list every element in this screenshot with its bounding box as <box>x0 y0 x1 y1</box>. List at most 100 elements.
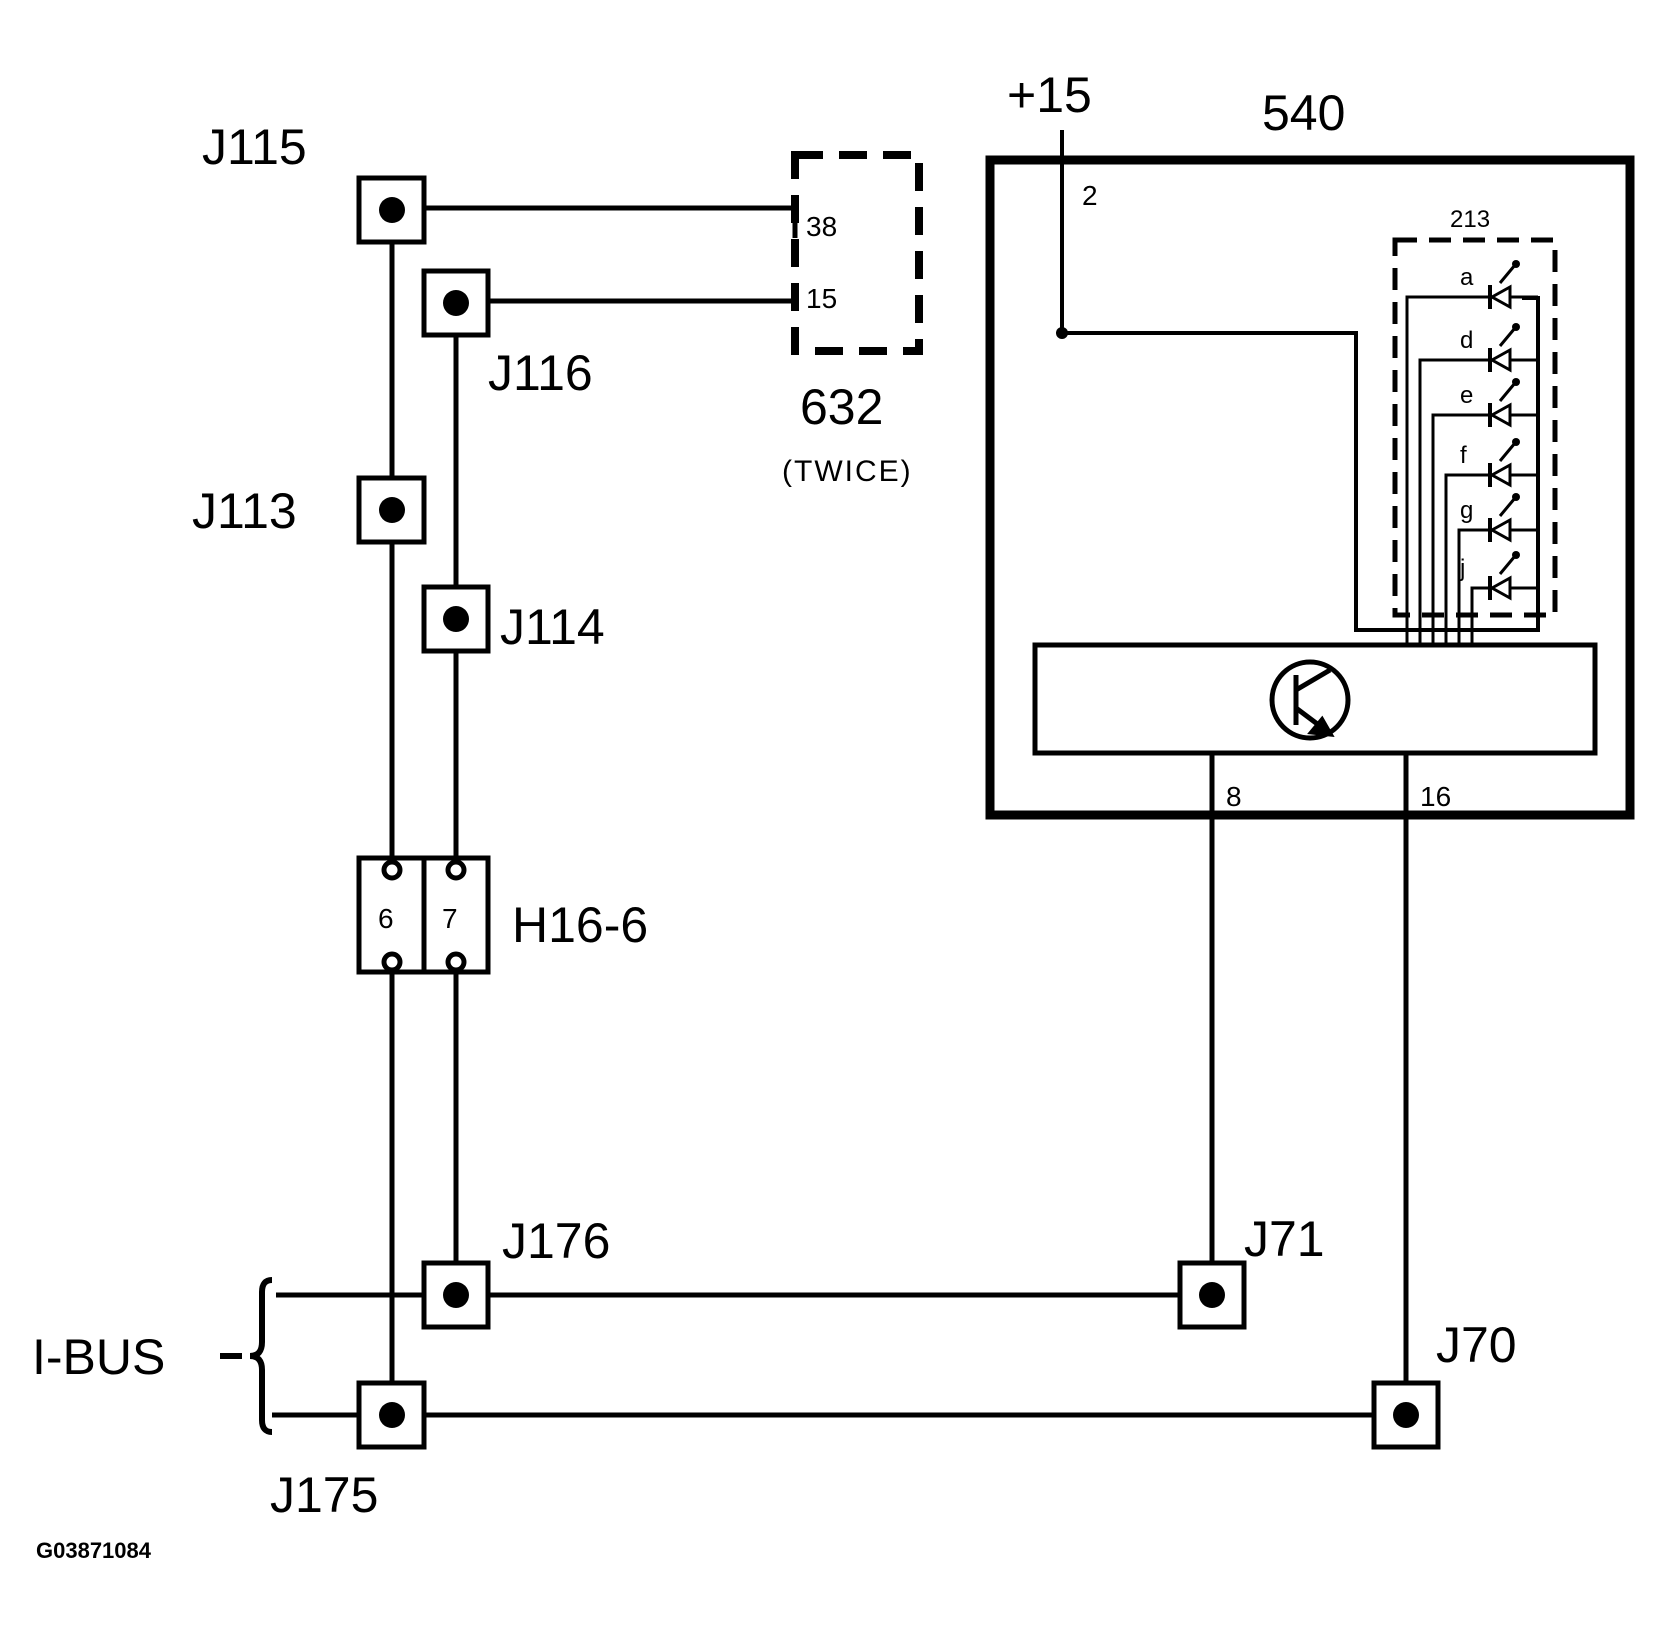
led-symbols: a d e f g j <box>1459 260 1520 601</box>
supply-plus15-label: +15 <box>1007 67 1092 123</box>
led-a-label: a <box>1460 264 1474 291</box>
led-e-arrow <box>1498 382 1517 402</box>
led-j-label: j <box>1459 555 1465 582</box>
j176-label: J176 <box>502 1213 610 1269</box>
component-632-number: 632 <box>800 379 883 435</box>
led-j-arrow <box>1498 555 1517 575</box>
led-f-icon: f <box>1460 438 1520 488</box>
led-d-feed <box>1418 358 1490 648</box>
led-e-arrow-tip <box>1512 378 1520 386</box>
led-f-arrow <box>1498 442 1517 462</box>
component-632-pin15-label: 15 <box>806 283 837 314</box>
j175-box <box>356 1380 427 1450</box>
led-f-feed <box>1444 473 1490 648</box>
j116-label: J116 <box>488 345 593 401</box>
plug-h16-6: 6 7 H16-6 <box>356 855 648 975</box>
led-group-dashed-box <box>1392 237 1558 618</box>
led-f-arrow-tip <box>1512 438 1520 446</box>
led-feed-lines <box>1405 295 1540 648</box>
connector-j116: J116 <box>421 268 593 401</box>
plug-pin6-label: 6 <box>378 903 394 934</box>
led-g-feed <box>1457 528 1490 648</box>
connector-j176: J176 <box>421 1213 610 1330</box>
led-g-label: g <box>1460 497 1473 524</box>
led-d-icon: d <box>1460 323 1520 373</box>
j176-dot <box>443 1282 469 1308</box>
j115-dot <box>379 197 405 223</box>
ibus-curly-brace-icon <box>249 1277 273 1435</box>
component-540-number: 540 <box>1262 85 1345 141</box>
j70-label: J70 <box>1436 1317 1517 1373</box>
left-wiring <box>272 205 1409 1418</box>
led-a-icon: a <box>1460 260 1520 310</box>
connector-j115: J115 <box>202 119 427 245</box>
component-540-box <box>985 155 1635 820</box>
led-a-feed <box>1405 295 1490 648</box>
ibus-label: I-BUS <box>32 1329 165 1385</box>
led-j-icon: j <box>1459 551 1520 601</box>
led-d-label: d <box>1460 327 1473 354</box>
led-g-triangle <box>1488 517 1512 543</box>
transistor-collector <box>1294 667 1332 693</box>
pin16-label: 16 <box>1420 781 1451 812</box>
internal-wiring <box>1060 130 1540 632</box>
pin8-label: 8 <box>1226 781 1242 812</box>
connector-j71: J71 <box>1177 1211 1325 1330</box>
j113-dot <box>379 497 405 523</box>
led-g-arrow <box>1498 497 1517 517</box>
connector-j113: J113 <box>192 475 427 545</box>
led-d-arrow <box>1498 327 1517 347</box>
plug-pin6-bottom-contact <box>381 951 403 973</box>
led-j-triangle <box>1488 575 1512 601</box>
connector-j114: J114 <box>421 584 605 655</box>
led-j-feed <box>1470 586 1490 648</box>
figure-code: G03871084 <box>36 1538 152 1563</box>
j113-box <box>356 475 427 545</box>
led-group-213: 213 a d e f g j <box>1392 206 1558 648</box>
plug-name-label: H16-6 <box>512 897 648 953</box>
led-d-triangle <box>1488 347 1512 373</box>
led-g-icon: g <box>1460 493 1520 543</box>
component-632-dashed-box <box>791 151 923 355</box>
transistor-emitter-arrow <box>1307 715 1335 738</box>
led-e-icon: e <box>1460 378 1520 428</box>
plug-pin6-top-contact <box>381 859 403 881</box>
component-540: 540 +15 2 213 <box>985 67 1635 820</box>
j175-label: J175 <box>270 1467 378 1523</box>
j71-label: J71 <box>1244 1211 1325 1267</box>
j116-dot <box>443 290 469 316</box>
led-e-label: e <box>1460 382 1473 409</box>
led-e-triangle <box>1488 402 1512 428</box>
connector-j175: J175 <box>270 1380 427 1523</box>
led-a-arrow <box>1498 264 1517 284</box>
j113-label: J113 <box>192 483 297 539</box>
j175-dot <box>379 1402 405 1428</box>
led-f-triangle <box>1488 462 1512 488</box>
led-g-arrow-tip <box>1512 493 1520 501</box>
j115-label: J115 <box>202 119 307 175</box>
j71-dot <box>1199 1282 1225 1308</box>
j70-dot <box>1393 1402 1419 1428</box>
ibus-brace: I-BUS <box>32 1277 273 1435</box>
led-j-arrow-tip <box>1512 551 1520 559</box>
led-d-arrow-tip <box>1512 323 1520 331</box>
transistor-icon <box>1269 659 1351 741</box>
led-a-triangle <box>1488 284 1512 310</box>
led-a-arrow-tip <box>1512 260 1520 268</box>
transistor-circle <box>1269 659 1351 741</box>
j114-label: J114 <box>500 599 605 655</box>
led-group-number: 213 <box>1450 206 1490 233</box>
component-632-note: (TWICE) <box>782 455 913 488</box>
led-e-feed <box>1431 413 1490 648</box>
connector-j70: J70 <box>1371 1317 1517 1450</box>
pin2-label: 2 <box>1082 180 1098 211</box>
component-632: 38 15 632 (TWICE) <box>782 151 923 488</box>
j114-dot <box>443 606 469 632</box>
component-632-pin38-label: 38 <box>806 211 837 242</box>
plug-pin7-label: 7 <box>442 903 458 934</box>
supply-junction-dot <box>1056 327 1068 339</box>
plug-pin7-top-contact <box>445 859 467 881</box>
plug-pin7-bottom-contact <box>445 951 467 973</box>
led-f-label: f <box>1460 442 1467 469</box>
